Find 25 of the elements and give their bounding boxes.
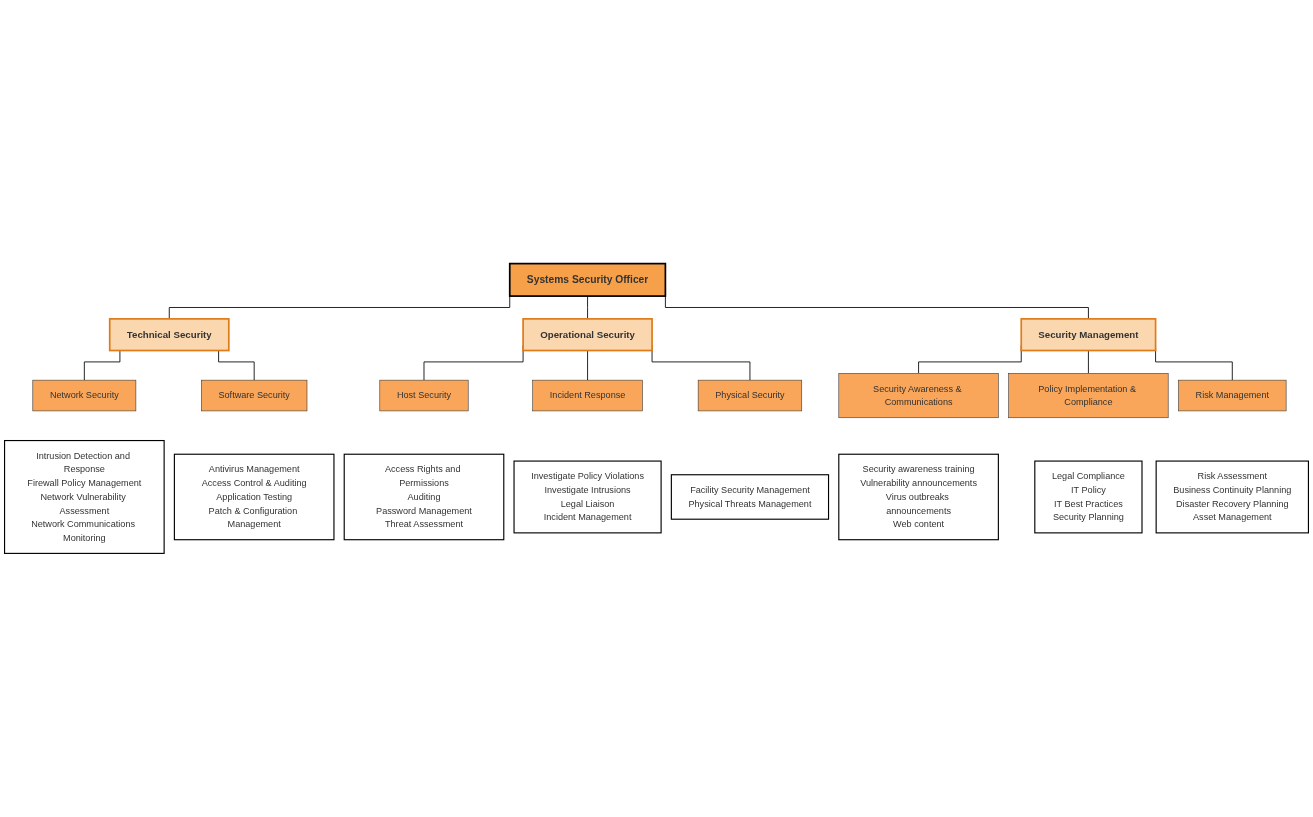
node-box: Security Awareness & Communications — [838, 373, 999, 419]
connector — [1088, 350, 1089, 374]
node-box: Risk Assessment Business Continuity Planning Disaster Recovery Planning Asset Management — [1155, 460, 1309, 534]
connector — [218, 350, 255, 381]
node-box: Incident Response — [532, 379, 643, 412]
node-box: Security awareness training Vulnerability announcements Virus outbreaks announcements Web content — [838, 453, 999, 541]
node-box: Access Rights and Permissions Auditing Password Management Threat Assessment — [343, 453, 505, 541]
node-box: Facility Security Management Physical Threats Management — [670, 474, 830, 520]
node-box: Risk Management — [1178, 379, 1287, 412]
node-box: Operational Security — [522, 318, 653, 352]
node-box: Investigate Policy Violations Investigate Intrusions Legal Liaison Incident Management — [513, 460, 662, 534]
node-box: Physical Security — [697, 379, 803, 412]
node-box: Systems Security Officer — [508, 262, 667, 297]
connector — [587, 295, 588, 320]
node-box: Software Security — [201, 379, 308, 412]
node-box: Security Management — [1020, 318, 1157, 352]
node-box: Technical Security — [108, 318, 230, 352]
node-box: Antivirus Management Access Control & Auditing Application Testing Patch & Configuration Management — [173, 453, 335, 541]
connector — [83, 350, 121, 381]
connector — [587, 350, 588, 381]
node-box: Host Security — [379, 379, 469, 412]
node-box: Intrusion Detection and Response Firewall Policy Management Network Vulnerability Assessment Network Communications Monitoring — [4, 440, 165, 554]
node-box: Legal Compliance IT Policy IT Best Practices Security Planning — [1034, 460, 1143, 534]
node-box: Network Security — [32, 379, 137, 412]
node-box: Policy Implementation & Compliance — [1008, 373, 1169, 419]
